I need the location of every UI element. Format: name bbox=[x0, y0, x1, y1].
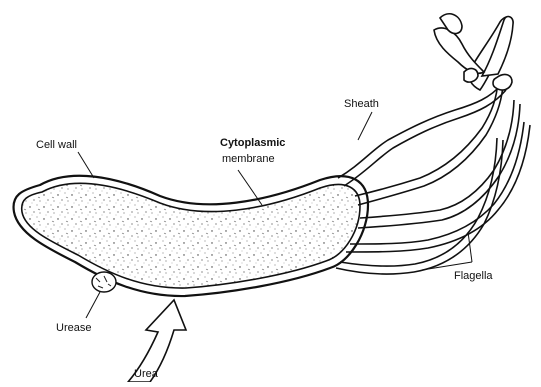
sheath-label: Sheath bbox=[344, 98, 379, 110]
cell-wall-label: Cell wall bbox=[36, 139, 77, 151]
urease-site bbox=[92, 272, 116, 292]
flagella-leader bbox=[468, 232, 472, 262]
flagella-label: Flagella bbox=[454, 270, 493, 282]
flagella-tips bbox=[434, 14, 513, 90]
flagella-leader-2 bbox=[422, 262, 472, 270]
urease-leader bbox=[86, 292, 100, 318]
sheath-leader bbox=[358, 112, 372, 140]
cytoplasmic-membrane-label-line1: Cytoplasmic bbox=[220, 137, 285, 149]
urea-label: Urea bbox=[134, 368, 158, 380]
urease-label: Urease bbox=[56, 322, 91, 334]
cytoplasmic-membrane-label-line2: membrane bbox=[222, 153, 275, 165]
cell-wall-leader bbox=[78, 152, 94, 178]
